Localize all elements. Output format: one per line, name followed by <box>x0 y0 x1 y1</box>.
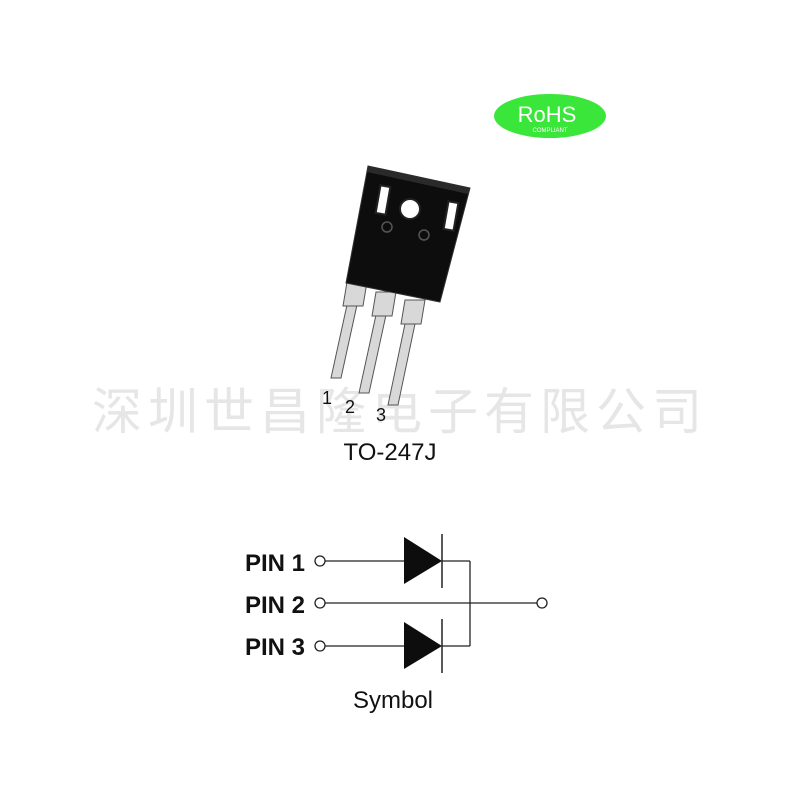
package-mounting-hole <box>399 198 421 220</box>
terminal-pin-2 <box>314 597 326 609</box>
package-pin-1-label: 1 <box>322 388 332 408</box>
lead-3-shoulder <box>400 299 426 325</box>
package-pin-3-label: 3 <box>376 405 386 425</box>
schematic-pin-1-label: PIN 1 <box>245 550 305 577</box>
terminal-pin-1 <box>314 555 326 567</box>
schematic-caption: Symbol <box>353 687 433 714</box>
schematic-symbol: PIN 1 PIN 2 PIN 3 Symbol <box>245 534 548 714</box>
package-name: TO-247J <box>344 439 437 466</box>
schematic-pin-3-label: PIN 3 <box>245 634 305 661</box>
package-slot-right <box>442 200 460 232</box>
package-mark-left <box>381 221 393 233</box>
package-body-top-edge <box>367 166 470 194</box>
package-slot-left <box>374 184 392 216</box>
rohs-badge-title: RoHS <box>518 102 577 127</box>
package-pin-2-label: 2 <box>345 397 355 417</box>
diode-2 <box>404 619 443 673</box>
rohs-badge-subtitle: COMPLIANT <box>532 128 567 134</box>
package-mark-right <box>418 229 430 241</box>
terminal-pin-3 <box>314 640 326 652</box>
lead-2-shoulder <box>371 291 397 317</box>
rohs-badge: RoHS COMPLIANT <box>494 94 606 138</box>
to247-package <box>330 165 471 406</box>
package-leads <box>330 281 426 406</box>
schematic-pin-2-label: PIN 2 <box>245 592 305 619</box>
diode-1 <box>404 534 443 588</box>
terminal-common <box>536 597 548 609</box>
